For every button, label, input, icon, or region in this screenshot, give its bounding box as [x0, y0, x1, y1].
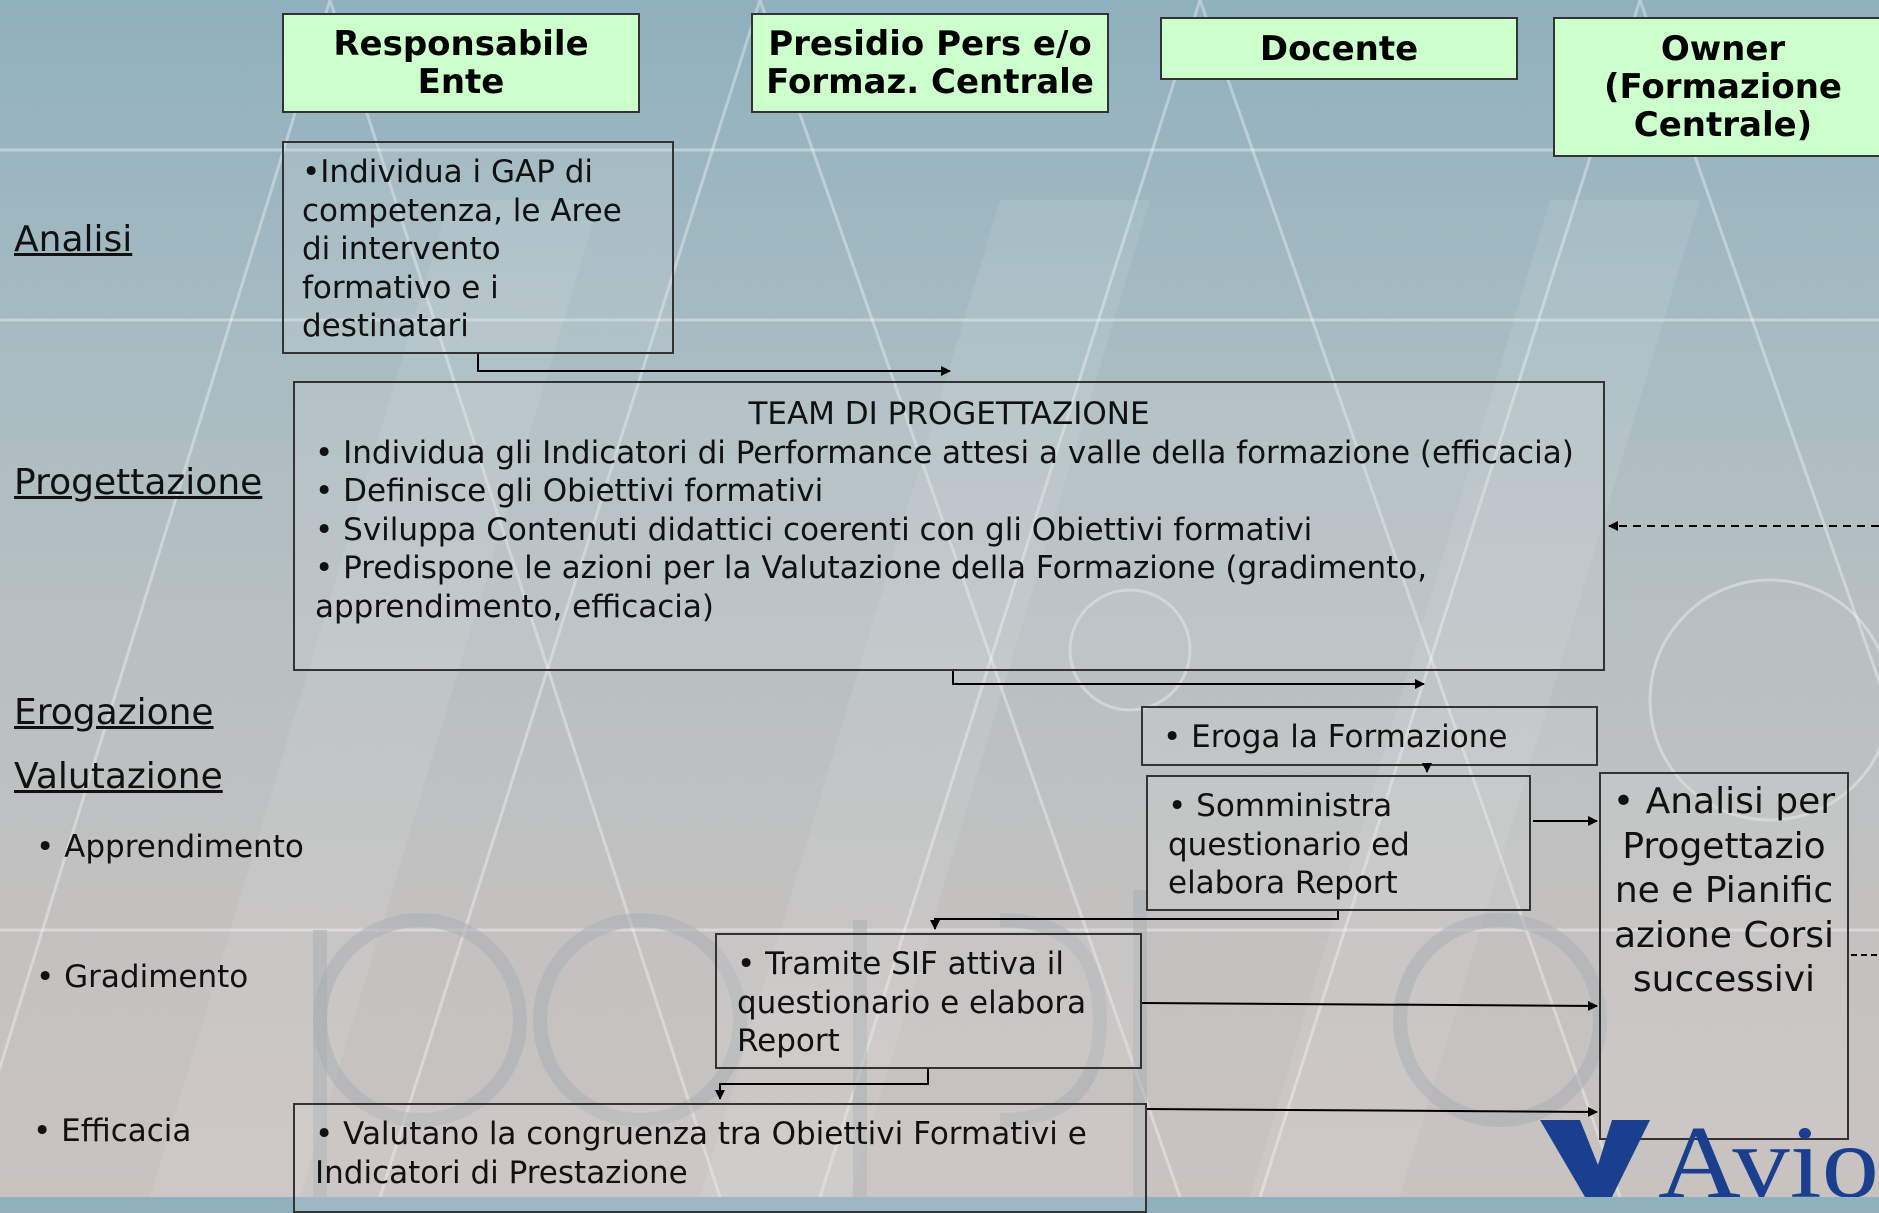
team-title: TEAM DI PROGETTAZIONE	[748, 396, 1150, 432]
arrow-somministra-to-tramite	[930, 911, 1339, 930]
sub-efficacia: • Efficacia	[33, 1113, 192, 1149]
role-docente: Docente	[1160, 17, 1518, 80]
box-analisi-progettazione-text: • Analisi per Progettazione e Pianificaz…	[1612, 781, 1836, 1000]
logo-mark	[1540, 1120, 1650, 1197]
box-valutano-text: • Valutano la congruenza tra Obiettivi F…	[315, 1116, 1087, 1191]
arrow-tramite-to-analisi	[1141, 1000, 1598, 1011]
box-tramite-sif: • Tramite SIF attiva il questionario e e…	[715, 933, 1142, 1069]
box-tramite-sif-text: • Tramite SIF attiva il questionario e e…	[737, 946, 1087, 1059]
logo-text: Avio	[1658, 1120, 1879, 1197]
box-somministra: • Somministra questionario ed elabora Re…	[1146, 775, 1531, 911]
sub-gradimento: • Gradimento	[36, 959, 249, 995]
role-responsabile-ente: Responsabile Ente	[282, 13, 640, 113]
role-presidio: Presidio Pers e/o Formaz. Centrale	[751, 13, 1109, 113]
arrow-valutano-to-analisi	[1146, 1106, 1598, 1117]
arrow-team-to-eroga	[952, 671, 1425, 689]
box-analisi-progettazione: • Analisi per Progettazione e Pianificaz…	[1599, 772, 1849, 1140]
avio-logo: Avio	[1540, 1120, 1879, 1197]
box-team-progettazione: TEAM DI PROGETTAZIONE • Individua gli In…	[293, 381, 1605, 671]
box-analisi: •Individua i GAP di competenza, le Aree …	[282, 141, 674, 354]
sub-apprendimento: • Apprendimento	[36, 829, 304, 865]
phase-erogazione: Erogazione	[14, 692, 214, 733]
phase-progettazione: Progettazione	[14, 462, 263, 503]
team-item-3: • Sviluppa Contenuti didattici coerenti …	[315, 511, 1313, 548]
team-item-1: • Individua gli Indicatori di Performanc…	[315, 434, 1574, 471]
box-somministra-text: • Somministra questionario ed elabora Re…	[1168, 788, 1410, 901]
box-eroga: • Eroga la Formazione	[1141, 706, 1598, 766]
box-analisi-text: •Individua i GAP di competenza, le Aree …	[302, 154, 622, 344]
box-eroga-text: • Eroga la Formazione	[1163, 719, 1508, 755]
team-item-4: • Predispone le azioni per la Valutazion…	[315, 550, 1428, 625]
phase-valutazione: Valutazione	[14, 756, 223, 797]
arrow-tramite-to-valutano	[715, 1069, 929, 1100]
arrow-analisi-to-team	[477, 354, 951, 376]
phase-analisi: Analisi	[14, 219, 133, 260]
role-owner: Owner (Formazione Centrale)	[1553, 17, 1879, 157]
team-item-2: • Definisce gli Obiettivi formativi	[315, 473, 824, 509]
